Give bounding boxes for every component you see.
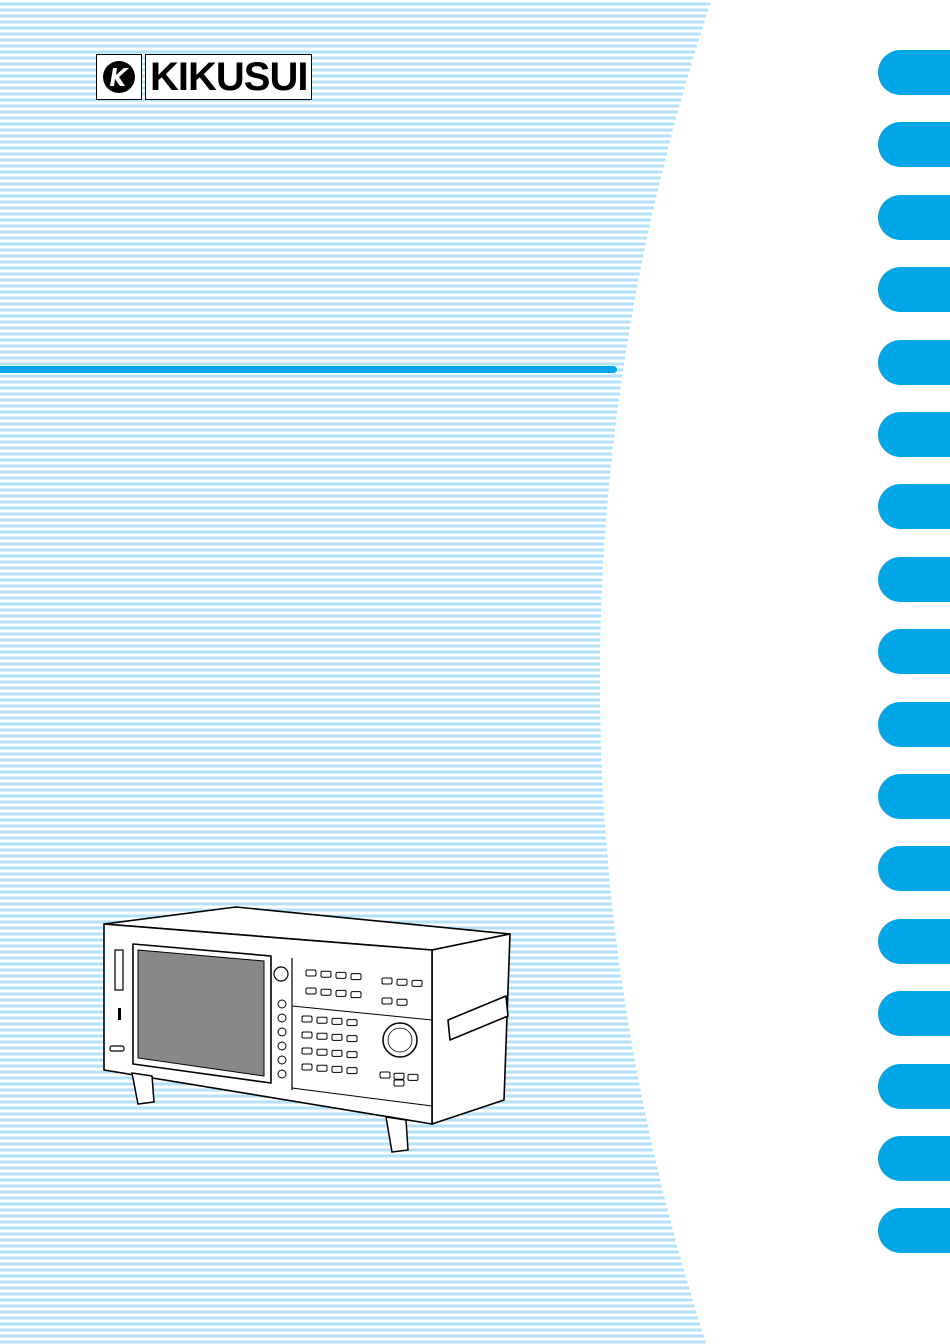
instrument-key [306,970,316,976]
index-tab [878,557,950,602]
instrument-key [317,1065,327,1071]
instrument-key [306,988,316,994]
index-tab [878,50,950,95]
kikusui-logo-mark-icon [96,54,142,100]
instrument-key [317,1049,327,1055]
index-tab [878,412,950,457]
index-tab [878,774,950,819]
instrument-key [397,999,407,1005]
instrument-key [382,978,392,984]
instrument-key [302,1032,312,1038]
index-tab [878,195,950,240]
instrument-key [336,972,346,978]
instrument-key [412,980,422,986]
instrument-key [332,1066,342,1072]
kikusui-logo: KIKUSUI [96,54,312,102]
instrument-key [351,992,361,998]
index-tab [878,1208,950,1253]
instrument-key [302,1048,312,1054]
instrument-key [408,1074,418,1080]
instrument-key [394,1080,404,1086]
index-tab [878,122,950,167]
instrument-key [336,990,346,996]
instrument-key [397,979,407,985]
instrument-key [317,1017,327,1023]
instrument-key [394,1073,404,1079]
instrument-key [321,971,331,977]
title-divider-bar [0,366,617,373]
instrument-key [347,1020,357,1026]
instrument-key [347,1068,357,1074]
bench-instrument-illustration [96,900,516,1170]
index-tab [878,702,950,747]
kikusui-logo-wordmark: KIKUSUI [145,54,312,100]
index-tab [878,267,950,312]
index-tab [878,1064,950,1109]
instrument-key [317,1033,327,1039]
instrument-key [321,989,331,995]
index-tab [878,629,950,674]
index-tab [878,846,950,891]
index-tab [878,991,950,1036]
instrument-key [332,1034,342,1040]
instrument-key [302,1016,312,1022]
instrument-key [380,1072,390,1078]
instrument-key [351,974,361,980]
index-tab [878,1136,950,1181]
logo-text: KIKUSUI [150,57,307,97]
instrument-key [332,1050,342,1056]
instrument-key [332,1018,342,1024]
instrument-key [302,1064,312,1070]
instrument-key [382,998,392,1004]
index-tab [878,340,950,385]
instrument-key [347,1052,357,1058]
index-tab [878,919,950,964]
instrument-key [347,1036,357,1042]
index-tab [878,484,950,529]
